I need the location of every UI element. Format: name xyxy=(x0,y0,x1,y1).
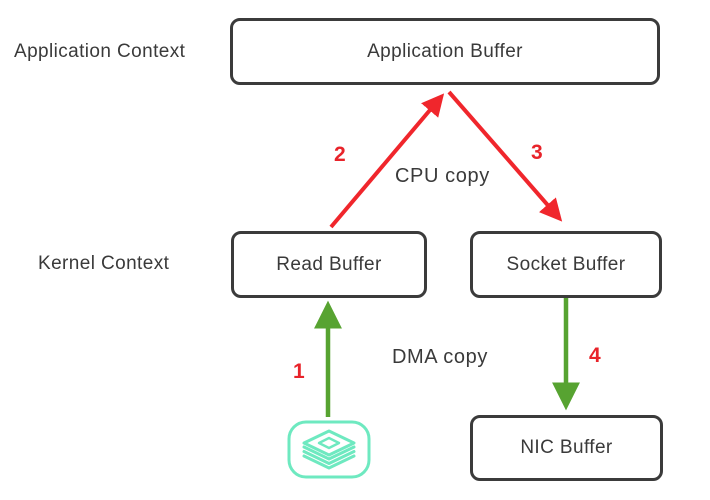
application-context-label: Application Context xyxy=(14,41,186,62)
kernel-context-label: Kernel Context xyxy=(38,253,170,274)
step-3-number: 3 xyxy=(531,141,543,164)
step-4-number: 4 xyxy=(589,344,601,367)
disk-stack-icon xyxy=(287,420,371,479)
arrow-step3-app-to-socket xyxy=(447,90,563,222)
application-buffer-node: Application Buffer xyxy=(230,18,660,85)
step-2-number: 2 xyxy=(334,143,346,166)
read-buffer-node: Read Buffer xyxy=(231,231,427,298)
socket-buffer-node: Socket Buffer xyxy=(470,231,662,298)
step-1-number: 1 xyxy=(293,360,305,383)
cpu-copy-label: CPU copy xyxy=(395,165,490,187)
arrow-step2-read-to-app xyxy=(329,93,445,229)
nic-buffer-node: NIC Buffer xyxy=(470,415,663,481)
dma-copy-label: DMA copy xyxy=(392,346,488,368)
